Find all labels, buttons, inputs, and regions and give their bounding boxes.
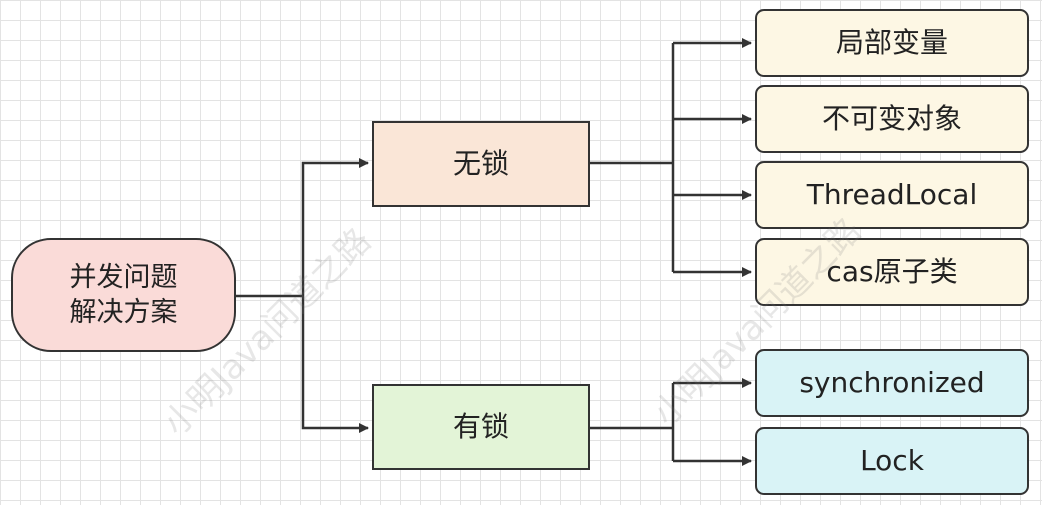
leaf-label: Lock bbox=[860, 443, 924, 477]
branch-label-locked: 有锁 bbox=[452, 409, 509, 443]
root-label-line-2: 解决方案 bbox=[69, 297, 178, 328]
root-node: 并发问题 解决方案 bbox=[11, 238, 236, 352]
leaf-node-cas-atomic: cas原子类 bbox=[755, 238, 1029, 306]
leaf-node-synchronized: synchronized bbox=[755, 349, 1029, 417]
root-label-line-1: 并发问题 bbox=[69, 261, 178, 293]
leaf-label: synchronized bbox=[799, 365, 985, 399]
leaf-node-lock: Lock bbox=[755, 427, 1029, 495]
leaf-node-immutable-object: 不可变对象 bbox=[755, 85, 1029, 153]
leaf-node-local-variable: 局部变量 bbox=[755, 9, 1029, 77]
leaf-label: cas原子类 bbox=[826, 254, 958, 288]
edge-root-to-lockfree bbox=[301, 158, 369, 296]
branch-label-lockfree: 无锁 bbox=[452, 146, 509, 180]
leaf-node-threadlocal: ThreadLocal bbox=[755, 161, 1029, 229]
branch-node-locked: 有锁 bbox=[372, 384, 590, 470]
root-label: 并发问题 解决方案 bbox=[70, 260, 178, 330]
edge-root-to-locked bbox=[301, 296, 369, 433]
leaf-label: ThreadLocal bbox=[806, 177, 978, 211]
leaf-label: 不可变对象 bbox=[821, 101, 962, 135]
branch-node-lockfree: 无锁 bbox=[372, 121, 590, 207]
leaf-label: 局部变量 bbox=[835, 25, 948, 59]
